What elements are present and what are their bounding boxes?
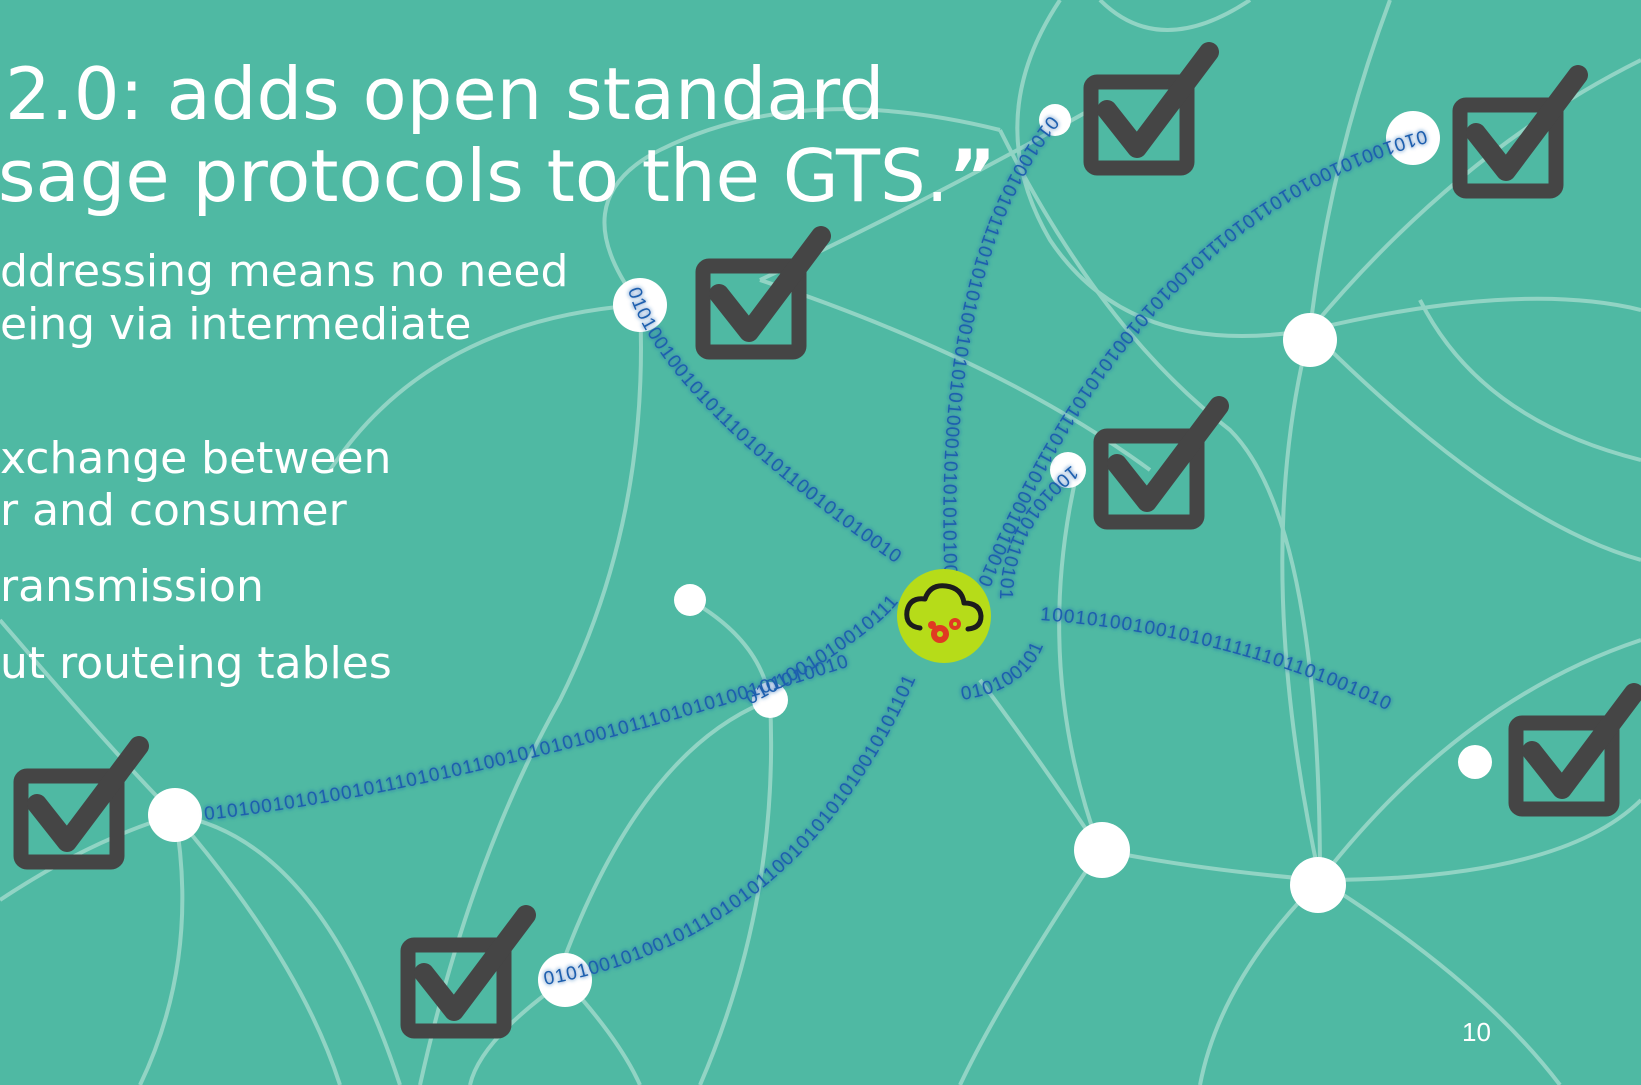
network-node: [148, 788, 202, 842]
checkbox-checked-icon: [408, 915, 526, 1031]
page-number: 10: [1462, 1017, 1491, 1047]
network-node: [538, 953, 592, 1007]
slide-title-line-2: sage protocols to the GTS.”: [0, 140, 996, 212]
bullet-line: r and consumer: [0, 485, 347, 536]
checkbox-checked-icon: [703, 236, 821, 352]
closing-quote-mark: ”: [948, 134, 996, 218]
slide-title-text: sage protocols to the GTS.: [0, 134, 949, 218]
network-node: [1050, 452, 1086, 488]
network-node: [1458, 745, 1492, 779]
bullet-line: ut routeing tables: [0, 638, 392, 689]
checkbox-checked-icon: [1516, 693, 1634, 809]
network-node: [1386, 111, 1440, 165]
network-node: [1290, 857, 1346, 913]
network-node: [613, 278, 667, 332]
network-node: [674, 584, 706, 616]
checkbox-checked-icon: [1091, 52, 1209, 168]
network-nodes: [148, 104, 1492, 1007]
bullet-line: eing via intermediate: [0, 299, 472, 350]
slide-title-line-1: 2.0: adds open standard: [5, 52, 885, 136]
checkbox-checked-icon: [1101, 406, 1219, 522]
network-node: [1283, 313, 1337, 367]
cloud-gears-icon: [897, 569, 991, 663]
network-node: [1039, 104, 1071, 136]
checkbox-checked-icon: [21, 746, 139, 862]
bullet-line: ransmission: [0, 561, 264, 612]
network-node: [752, 682, 788, 718]
binary-stream: 10010100100101011111101101001010: [1040, 604, 1396, 715]
bullet-line: ddressing means no need: [0, 246, 569, 297]
bullet-line: xchange between: [0, 433, 392, 484]
network-node: [1074, 822, 1130, 878]
